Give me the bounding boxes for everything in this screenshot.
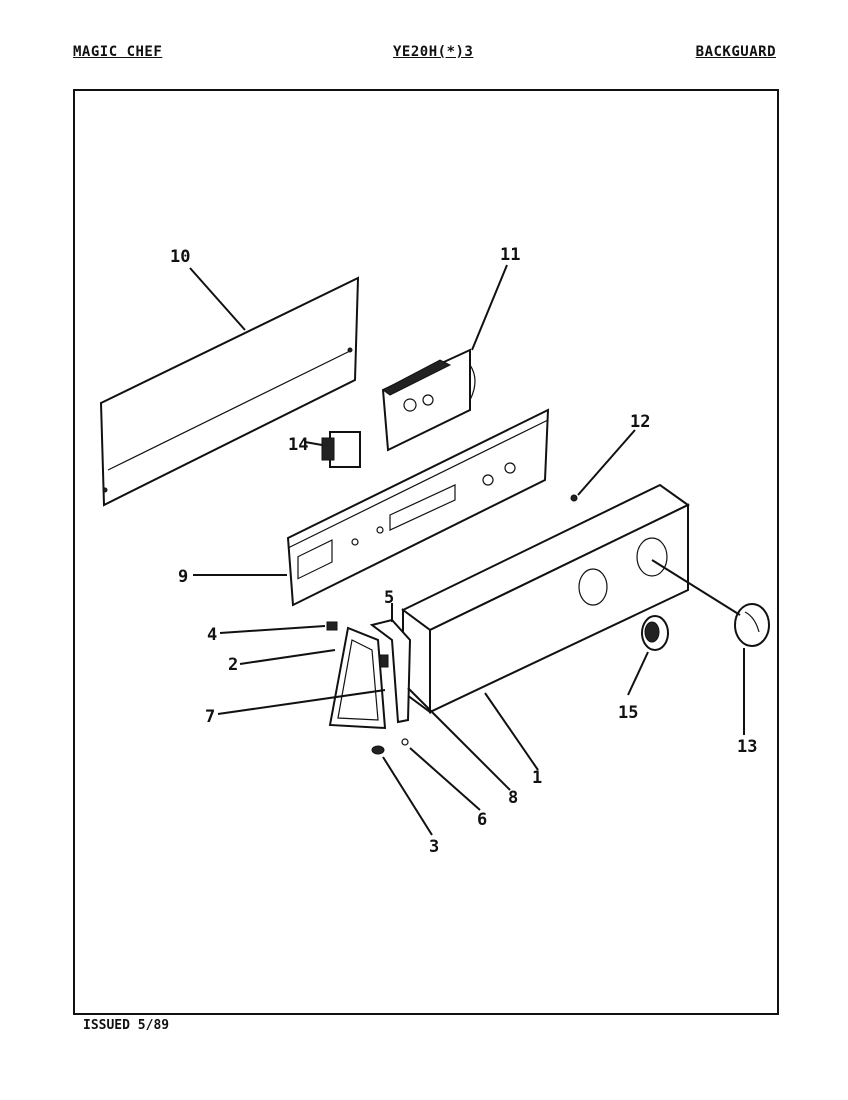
part-5-trim: [369, 618, 412, 724]
brand-title: MAGIC CHEF: [73, 44, 163, 60]
part-12-screw: [570, 494, 578, 502]
part-4-clip: [326, 621, 338, 631]
callout-4: 4: [207, 625, 217, 645]
part-2-endcap: [328, 626, 387, 730]
section-title: BACKGUARD: [695, 44, 776, 60]
callout-7: 7: [205, 707, 215, 727]
callout-5: 5: [384, 588, 394, 608]
issued-date: ISSUED 5/89: [83, 1018, 170, 1033]
part-10-rear-panel: [99, 276, 360, 507]
callout-labels: 10 11 12 14 9 5 4 2 7 1 8 6 3 15 13: [170, 245, 757, 857]
diagram-frame: [73, 89, 779, 1015]
part-11-timer: [381, 348, 476, 452]
callout-2: 2: [228, 655, 238, 675]
part-3-screw: [371, 745, 385, 755]
callout-10: 10: [170, 247, 190, 267]
callout-3: 3: [429, 837, 439, 857]
part-14-switch: [321, 431, 361, 468]
callout-9: 9: [178, 567, 188, 587]
leader-lines: [189, 264, 745, 836]
callout-8: 8: [508, 788, 518, 808]
callout-11: 11: [500, 245, 520, 265]
part-7-bracket: [379, 654, 389, 668]
callout-1: 1: [532, 768, 542, 788]
part-15-knob: [641, 615, 669, 651]
callout-12: 12: [630, 412, 650, 432]
callout-15: 15: [618, 703, 638, 723]
callout-13: 13: [737, 737, 757, 757]
callout-14: 14: [288, 435, 308, 455]
part-13-knob: [734, 603, 770, 647]
part-6-screw: [401, 738, 409, 746]
part-9-control-panel: [286, 408, 550, 607]
model-title: YE20H(*)3: [393, 44, 474, 60]
callout-6: 6: [477, 810, 487, 830]
